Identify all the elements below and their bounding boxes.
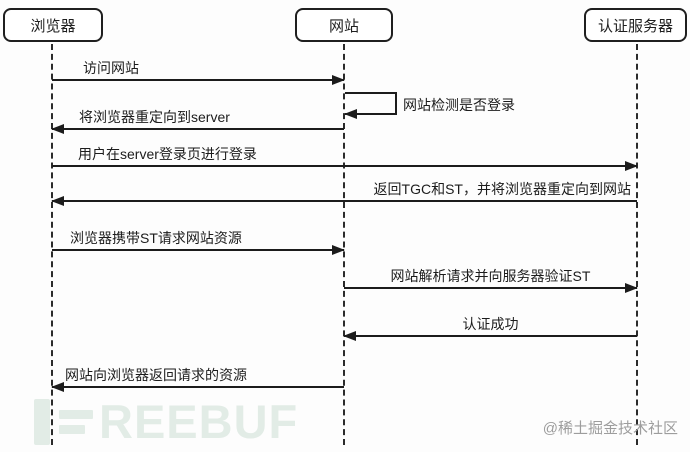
lifeline-website bbox=[343, 44, 345, 445]
message-request-with-st: 浏览器携带ST请求网站资源 bbox=[52, 230, 345, 255]
message-label: 用户在server登录页进行登录 bbox=[78, 146, 257, 162]
message-visit-website: 访问网站 bbox=[52, 60, 345, 85]
arrow-line bbox=[344, 287, 637, 289]
arrowhead-right-icon bbox=[625, 161, 638, 171]
arrowhead-left-icon bbox=[343, 331, 356, 341]
freebuf-logo-icon bbox=[34, 399, 50, 445]
message-redirect-to-server: 将浏览器重定向到server bbox=[51, 109, 344, 134]
arrow-line bbox=[52, 200, 637, 202]
lifeline-browser bbox=[51, 44, 53, 445]
arrow-line bbox=[52, 165, 637, 167]
actor-label-auth-server: 认证服务器 bbox=[597, 17, 673, 35]
arrowhead-left-icon bbox=[51, 196, 64, 206]
arrowhead-left-icon bbox=[51, 124, 64, 134]
credit-text: @稀土掘金技术社区 bbox=[542, 420, 678, 437]
arrowhead-right-icon bbox=[332, 75, 345, 85]
arrowhead-right-icon bbox=[625, 283, 638, 293]
message-user-login-on-server: 用户在server登录页进行登录 bbox=[52, 146, 638, 171]
freebuf-watermark: REEBUF bbox=[34, 395, 299, 448]
message-label: 将浏览器重定向到server bbox=[79, 109, 230, 125]
arrow-line bbox=[52, 386, 344, 388]
message-return-resource: 网站向浏览器返回请求的资源 bbox=[51, 367, 344, 392]
message-return-tgc-st: 返回TGC和ST，并将浏览器重定向到网站 bbox=[51, 181, 637, 206]
actor-label-browser: 浏览器 bbox=[30, 17, 76, 35]
arrow-line bbox=[52, 128, 344, 130]
message-self-check-login bbox=[344, 92, 397, 119]
actor-label-website: 网站 bbox=[328, 17, 359, 35]
message-verify-st: 网站解析请求并向服务器验证ST bbox=[344, 268, 638, 293]
arrowhead-left-icon bbox=[51, 382, 64, 392]
actor-box-website: 网站 bbox=[295, 8, 393, 42]
lifeline-auth-server bbox=[636, 44, 638, 445]
message-label: 认证成功 bbox=[462, 316, 519, 332]
actor-box-auth-server: 认证服务器 bbox=[584, 8, 687, 42]
arrow-line bbox=[52, 249, 344, 251]
arrowhead-left-icon bbox=[344, 109, 357, 119]
message-label: 网站检测是否登录 bbox=[403, 97, 515, 113]
watermark-text: REEBUF bbox=[99, 395, 299, 448]
arrow-line bbox=[52, 79, 344, 81]
message-label: 浏览器携带ST请求网站资源 bbox=[70, 230, 242, 246]
actor-box-browser: 浏览器 bbox=[3, 8, 103, 42]
freebuf-f-icon bbox=[59, 399, 93, 445]
arrowhead-right-icon bbox=[332, 245, 345, 255]
message-label: 网站向浏览器返回请求的资源 bbox=[65, 367, 247, 383]
message-label: 网站解析请求并向服务器验证ST bbox=[390, 268, 591, 284]
message-label: 访问网站 bbox=[83, 60, 139, 76]
message-auth-success: 认证成功 bbox=[343, 316, 637, 341]
message-label: 返回TGC和ST，并将浏览器重定向到网站 bbox=[373, 181, 631, 197]
arrow-line bbox=[344, 335, 637, 337]
